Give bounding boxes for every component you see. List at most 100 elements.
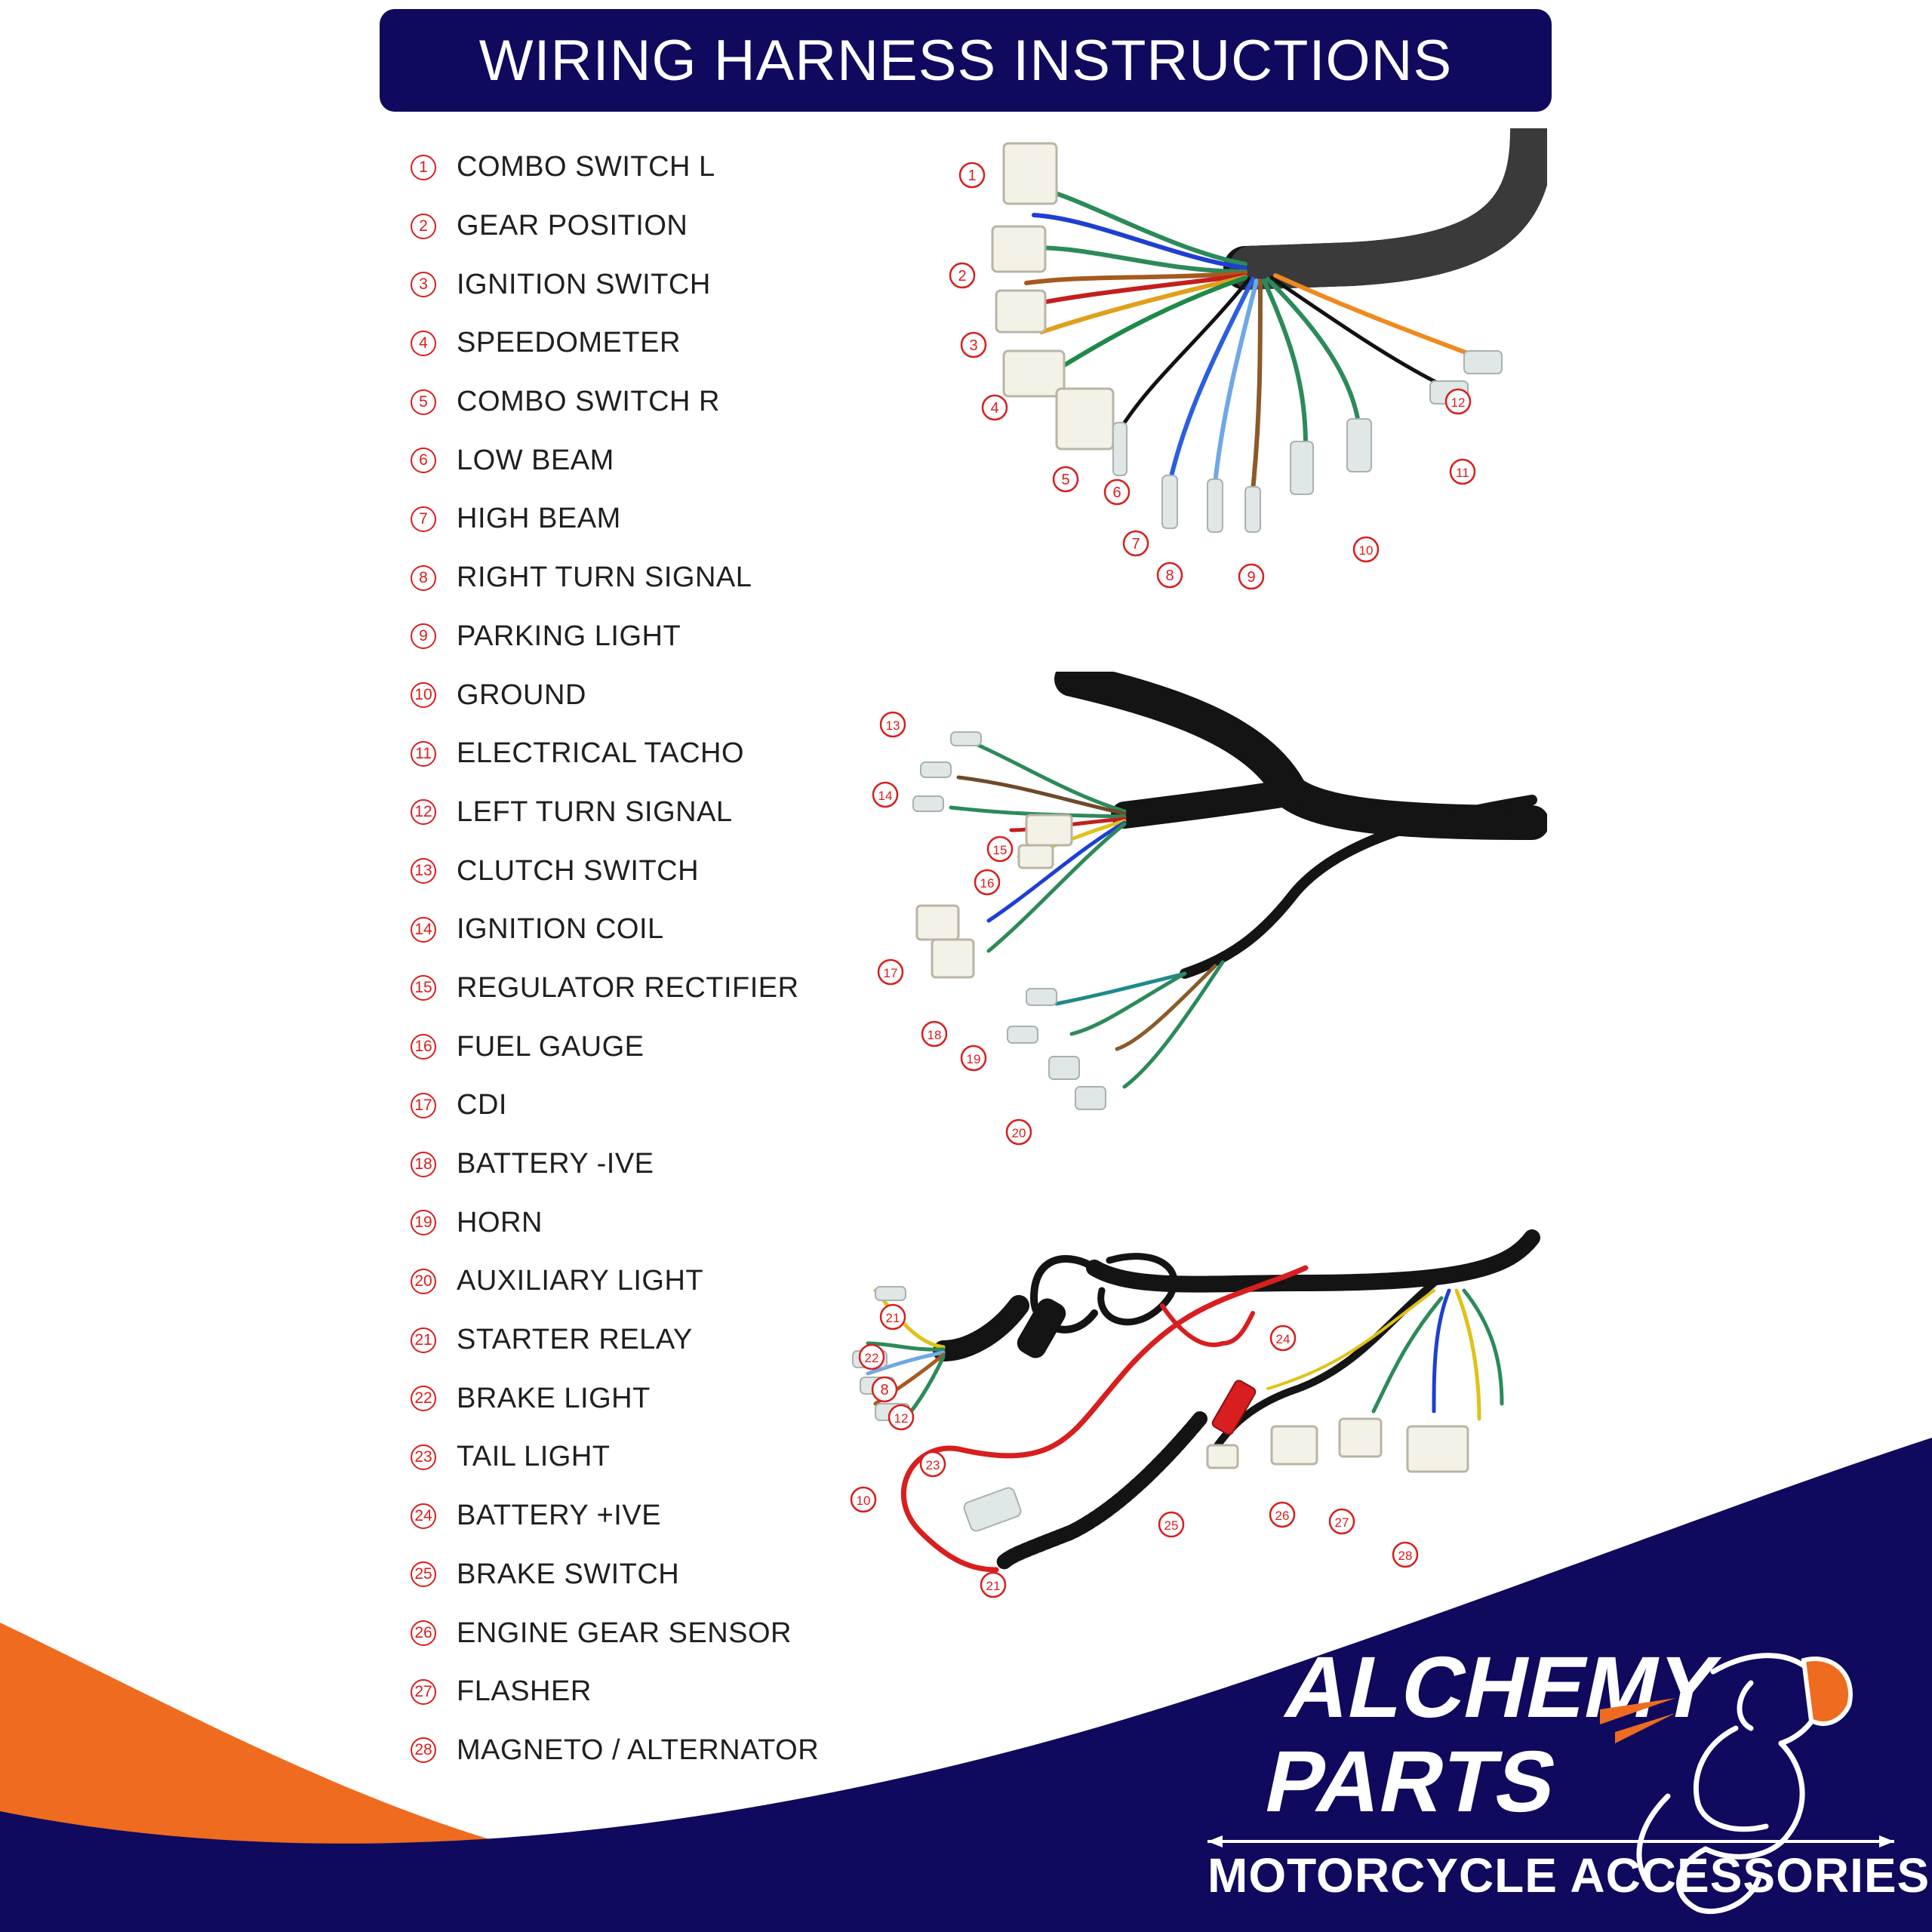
callout-number: 23 [926, 1458, 940, 1472]
legend-number: 1 [411, 154, 436, 180]
legend-label: LOW BEAM [457, 444, 614, 476]
callout-circle [872, 781, 899, 808]
callout-circle [960, 331, 987, 358]
callout-number: 21 [886, 1311, 900, 1325]
callout-number: 10 [857, 1494, 871, 1508]
callout-circle [980, 1571, 1007, 1598]
callout-circle [921, 1020, 948, 1048]
callout-circle [879, 711, 906, 738]
callout-circle [1158, 1511, 1185, 1538]
callout-circle [1005, 1118, 1032, 1146]
legend-label: LEFT TURN SIGNAL [457, 795, 733, 828]
callout-number: 7 [1131, 536, 1140, 552]
callout-circle [949, 262, 976, 289]
callout-number: 11 [1456, 466, 1469, 480]
callout-circle [850, 1486, 877, 1513]
callout-number: 4 [990, 400, 998, 417]
legend-number: 24 [411, 1503, 436, 1529]
legend-item: 27 FLASHER [408, 1663, 875, 1721]
title-banner: WIRING HARNESS INSTRUCTIONS [380, 9, 1552, 112]
legend-number: 23 [411, 1444, 436, 1470]
legend-item: 12 LEFT TURN SIGNAL [408, 783, 875, 842]
callout-circle [986, 835, 1014, 863]
legend-number: 22 [411, 1386, 436, 1412]
callout-circle [1392, 1541, 1419, 1568]
legend-label: CDI [457, 1089, 507, 1121]
legend-label: SPEEDOMETER [457, 327, 681, 359]
callout-number: 21 [986, 1579, 1001, 1593]
legend-number: 9 [411, 623, 436, 650]
callout-circle [1444, 388, 1472, 415]
callout-number: 27 [1335, 1515, 1349, 1530]
legend-number: 17 [411, 1092, 436, 1118]
legend-number: 16 [411, 1034, 436, 1060]
alchemy-parts-logo: ALCHEMY PARTS [1208, 1638, 1894, 1915]
callout-circle [888, 1404, 915, 1431]
legend-label: ELECTRICAL TACHO [457, 737, 745, 770]
callout-number: 3 [969, 337, 977, 354]
callout-number: 9 [1247, 569, 1255, 586]
callout-circle [960, 1044, 987, 1072]
legend-number: 8 [411, 565, 436, 591]
legend-label: CLUTCH SWITCH [457, 854, 700, 887]
legend-number: 25 [411, 1561, 436, 1588]
legend-label: ENGINE GEAR SENSOR [457, 1617, 792, 1649]
callout-number: 26 [1275, 1509, 1290, 1523]
callout-number: 20 [1012, 1126, 1026, 1140]
legend-number: 12 [411, 799, 436, 826]
callout-circle [974, 869, 1001, 896]
legend-label: BRAKE SWITCH [457, 1558, 680, 1590]
callout-number: 28 [1398, 1549, 1413, 1563]
legend-label: IGNITION COIL [457, 913, 664, 946]
callout-circle [1122, 530, 1149, 557]
legend-number: 19 [411, 1210, 436, 1236]
legend-number: 28 [411, 1737, 436, 1764]
callout-number: 16 [980, 876, 995, 891]
page-title: WIRING HARNESS INSTRUCTIONS [478, 28, 1453, 93]
legend-label: BATTERY -IVE [457, 1148, 654, 1180]
callout-number: 22 [865, 1351, 879, 1365]
legend-label: MAGNETO / ALTERNATOR [457, 1734, 820, 1766]
callout-number: 12 [1451, 395, 1466, 410]
legend-number: 4 [411, 330, 436, 356]
callout-number: 13 [886, 718, 900, 733]
callout-circle [871, 1376, 898, 1403]
legend-item: 25 BRAKE SWITCH [408, 1546, 875, 1604]
legend-number: 3 [411, 272, 436, 298]
callout-number: 6 [1112, 485, 1121, 501]
callout-number: 8 [880, 1382, 888, 1398]
legend-label: HIGH BEAM [457, 503, 621, 535]
callout-circle [1052, 466, 1079, 493]
callout-number: 2 [958, 268, 966, 285]
legend-label: FLASHER [457, 1675, 592, 1708]
callout-number: 5 [1061, 472, 1069, 488]
legend-label: COMBO SWITCH R [457, 386, 720, 418]
legend-number: 27 [411, 1678, 436, 1705]
legend-label: REGULATOR RECTIFIER [457, 971, 799, 1004]
legend-label: GEAR POSITION [457, 210, 688, 242]
callout-circle [858, 1343, 885, 1371]
legend-number: 11 [411, 740, 436, 767]
legend-item: 4 SPEEDOMETER [408, 314, 875, 373]
callout-number: 19 [967, 1052, 981, 1066]
legend-label: AUXILIARY LIGHT [457, 1265, 704, 1297]
callout-number: 12 [894, 1411, 909, 1426]
callout-circle [1269, 1324, 1297, 1352]
